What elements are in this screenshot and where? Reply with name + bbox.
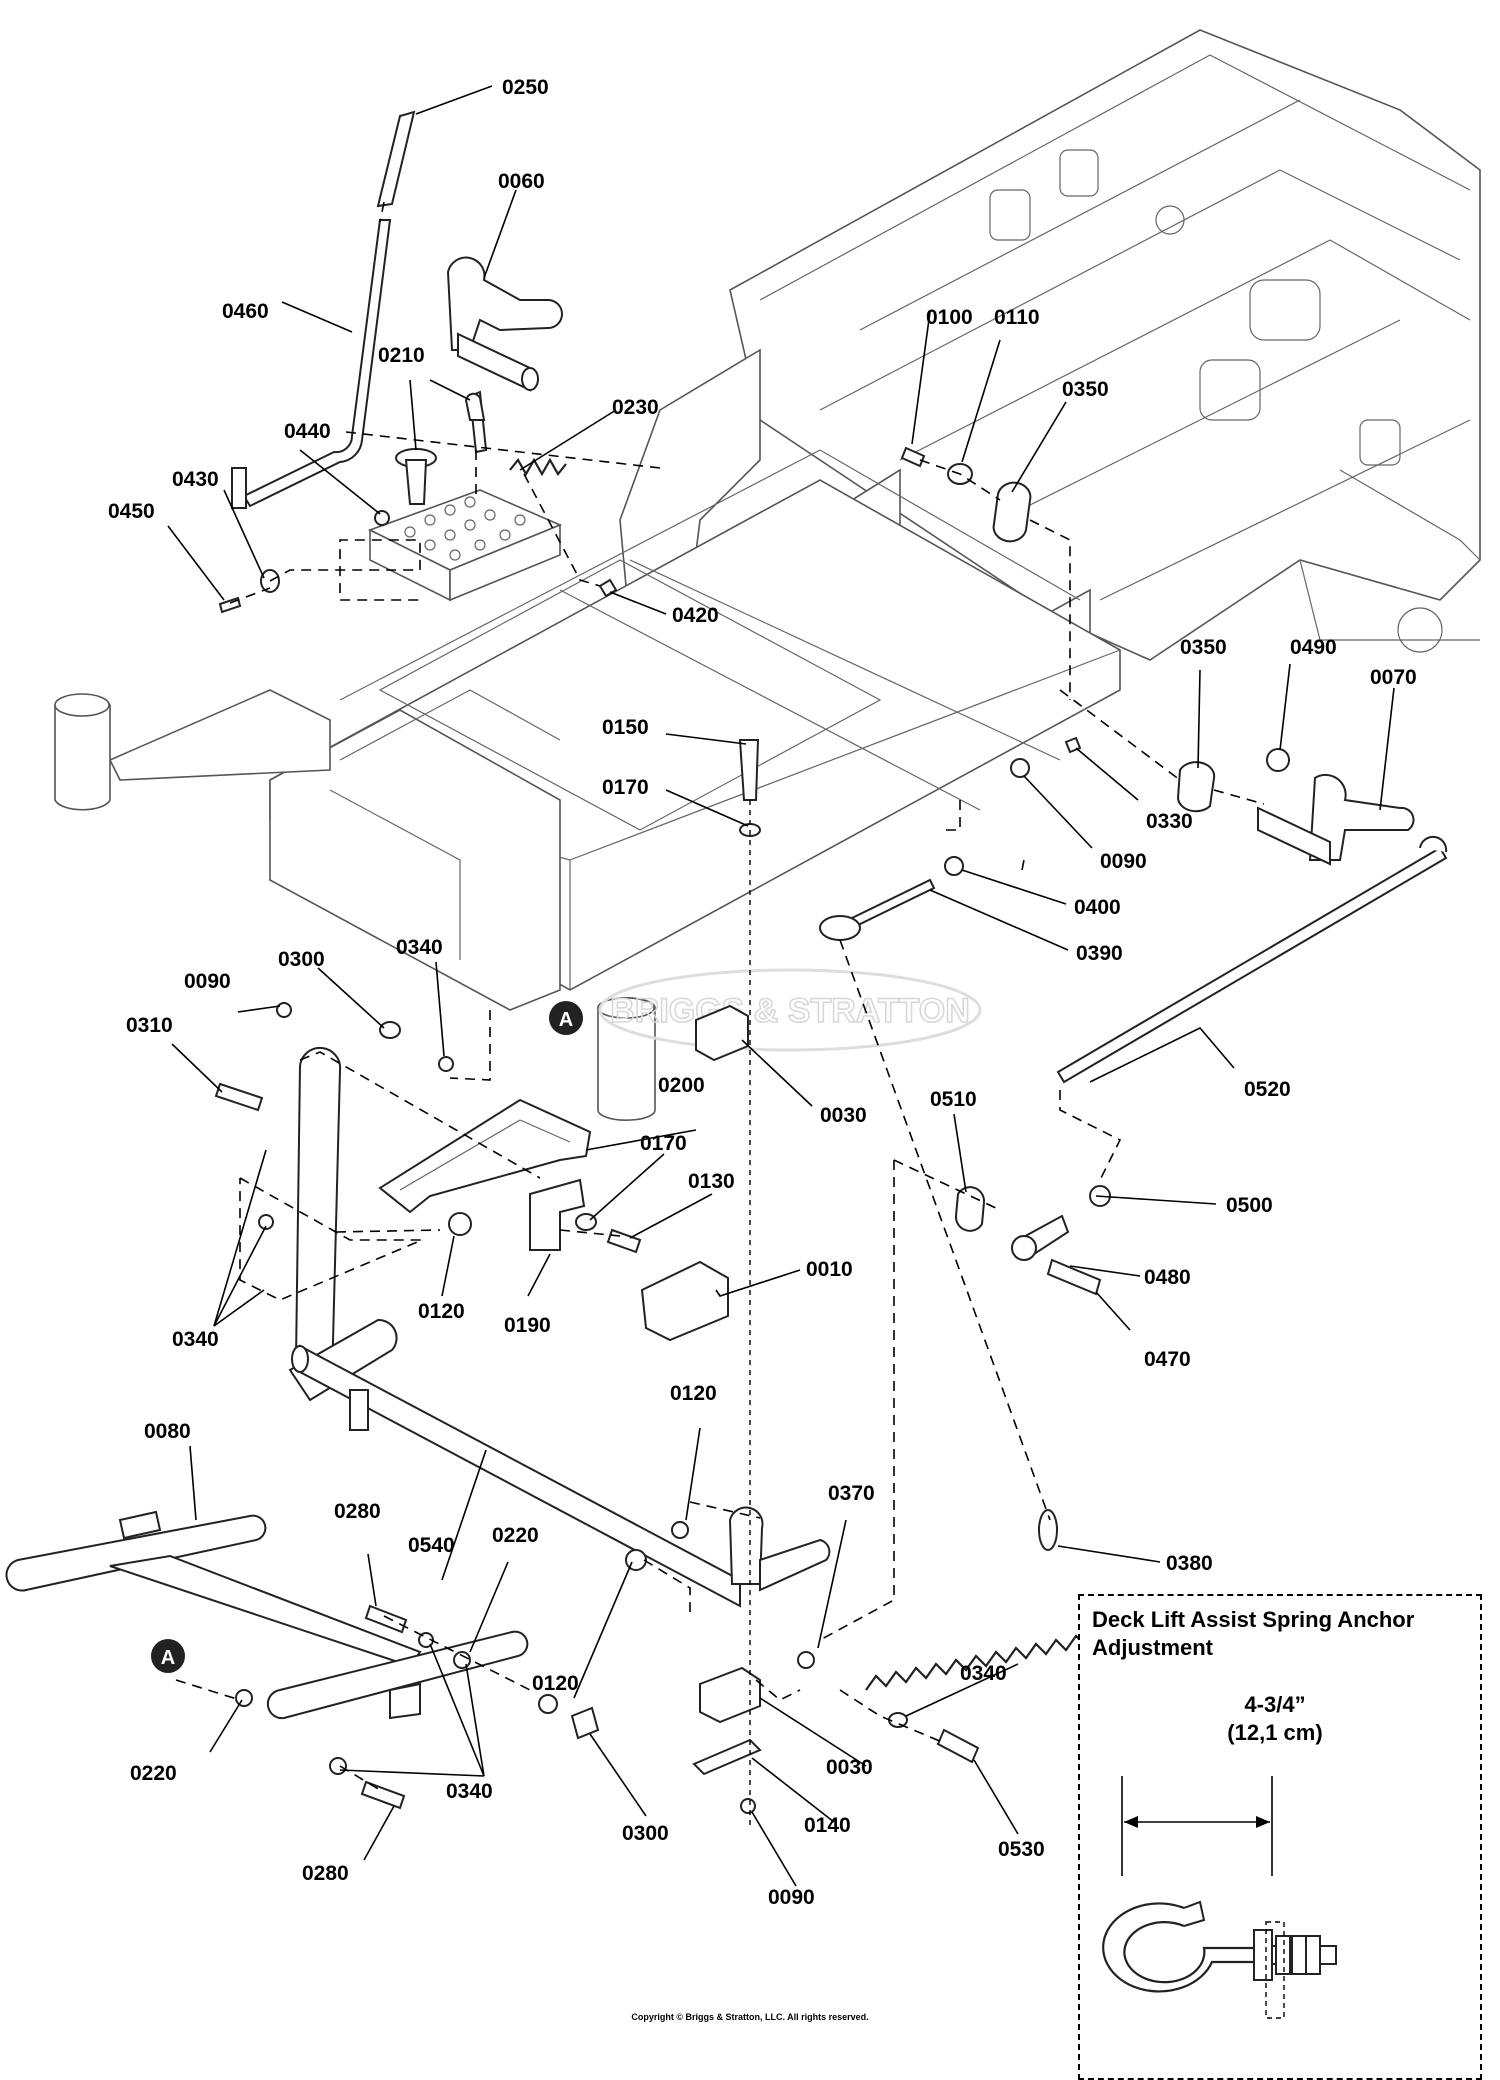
part-label: 0490 bbox=[1290, 636, 1337, 659]
part-label: 0120 bbox=[418, 1300, 465, 1323]
part-label: 0090 bbox=[1100, 850, 1147, 873]
part-label: 0420 bbox=[672, 604, 719, 627]
part-label: 0310 bbox=[126, 1014, 173, 1037]
part-label: 0460 bbox=[222, 300, 269, 323]
part-label: 0340 bbox=[446, 1780, 493, 1803]
parts-graphics bbox=[5, 110, 1448, 1814]
leader-lines bbox=[167, 85, 1395, 1887]
part-label: 0030 bbox=[826, 1756, 873, 1779]
part-label: 0200 bbox=[658, 1074, 705, 1097]
part-label: 0300 bbox=[622, 1822, 669, 1845]
callout-a-lower: A bbox=[151, 1639, 185, 1673]
part-label: 0130 bbox=[688, 1170, 735, 1193]
part-label: 0150 bbox=[602, 716, 649, 739]
part-label: 0500 bbox=[1226, 1194, 1273, 1217]
part-label: 0220 bbox=[492, 1524, 539, 1547]
part-label: 0220 bbox=[130, 1762, 177, 1785]
part-label: 0330 bbox=[1146, 810, 1193, 833]
part-label: 0070 bbox=[1370, 666, 1417, 689]
part-label: 0110 bbox=[994, 306, 1040, 329]
part-label: 0120 bbox=[532, 1672, 579, 1695]
part-label: 0300 bbox=[278, 948, 325, 971]
callout-a-upper-text: A bbox=[559, 1009, 573, 1031]
part-label: 0120 bbox=[670, 1382, 717, 1405]
part-label: 0400 bbox=[1074, 896, 1121, 919]
copyright-notice: Copyright © Briggs & Stratton, LLC. All … bbox=[631, 2012, 869, 2022]
assembly-lines bbox=[175, 201, 1265, 1830]
dimension-centimeters: (12,1 cm) bbox=[1227, 1720, 1323, 1745]
watermark-text: BRIGGS & STRATTON bbox=[610, 992, 970, 1030]
exploded-parts-diagram: BRIGGS & STRATTON bbox=[5, 29, 1481, 1909]
part-label: 0030 bbox=[820, 1104, 867, 1127]
inset-title: Deck Lift Assist Spring Anchor Adjustmen… bbox=[1092, 1607, 1415, 1660]
part-label: 0080 bbox=[144, 1420, 191, 1443]
part-label: 0350 bbox=[1062, 378, 1109, 401]
callout-a-lower-text: A bbox=[161, 1647, 175, 1669]
spring-anchor-adjustment-inset: Deck Lift Assist Spring Anchor Adjustmen… bbox=[1078, 1594, 1482, 2080]
part-label: 0170 bbox=[640, 1132, 687, 1155]
part-label: 0450 bbox=[108, 500, 155, 523]
part-label: 0280 bbox=[334, 1500, 381, 1523]
part-label: 0010 bbox=[806, 1258, 853, 1281]
part-label: 0340 bbox=[396, 936, 443, 959]
part-label: 0390 bbox=[1076, 942, 1123, 965]
part-label: 0280 bbox=[302, 1862, 349, 1885]
part-label: 0140 bbox=[804, 1814, 851, 1837]
watermark: BRIGGS & STRATTON bbox=[598, 968, 982, 1052]
part-label: 0340 bbox=[172, 1328, 219, 1351]
part-label: 0340 bbox=[960, 1662, 1007, 1685]
part-label: 0540 bbox=[408, 1534, 455, 1557]
part-label: 0430 bbox=[172, 468, 219, 491]
part-label: 0370 bbox=[828, 1482, 875, 1505]
part-label: 0250 bbox=[502, 76, 549, 99]
part-label: 0060 bbox=[498, 170, 545, 193]
part-label: 0170 bbox=[602, 776, 649, 799]
part-label: 0510 bbox=[930, 1088, 977, 1111]
part-label: 0470 bbox=[1144, 1348, 1191, 1371]
part-label: 0530 bbox=[998, 1838, 1045, 1861]
part-label: 0230 bbox=[612, 396, 659, 419]
part-label: 0440 bbox=[284, 420, 331, 443]
part-labels: 0250 0060 0460 0210 0230 0440 0430 0450 … bbox=[108, 76, 1417, 1909]
part-label: 0090 bbox=[184, 970, 231, 993]
mower-frame bbox=[54, 29, 1481, 1121]
part-label: 0380 bbox=[1166, 1552, 1213, 1575]
dimension-inches: 4-3/4” bbox=[1244, 1692, 1306, 1717]
part-label: 0350 bbox=[1180, 636, 1227, 659]
part-label: 0520 bbox=[1244, 1078, 1291, 1101]
part-label: 0210 bbox=[378, 344, 425, 367]
part-label: 0090 bbox=[768, 1886, 815, 1909]
callout-a-upper: A bbox=[549, 1001, 583, 1035]
part-label: 0190 bbox=[504, 1314, 551, 1337]
eye-bolt-adjustment-drawing bbox=[1102, 1776, 1337, 2019]
part-label: 0480 bbox=[1144, 1266, 1191, 1289]
part-label: 0100 bbox=[926, 306, 973, 329]
